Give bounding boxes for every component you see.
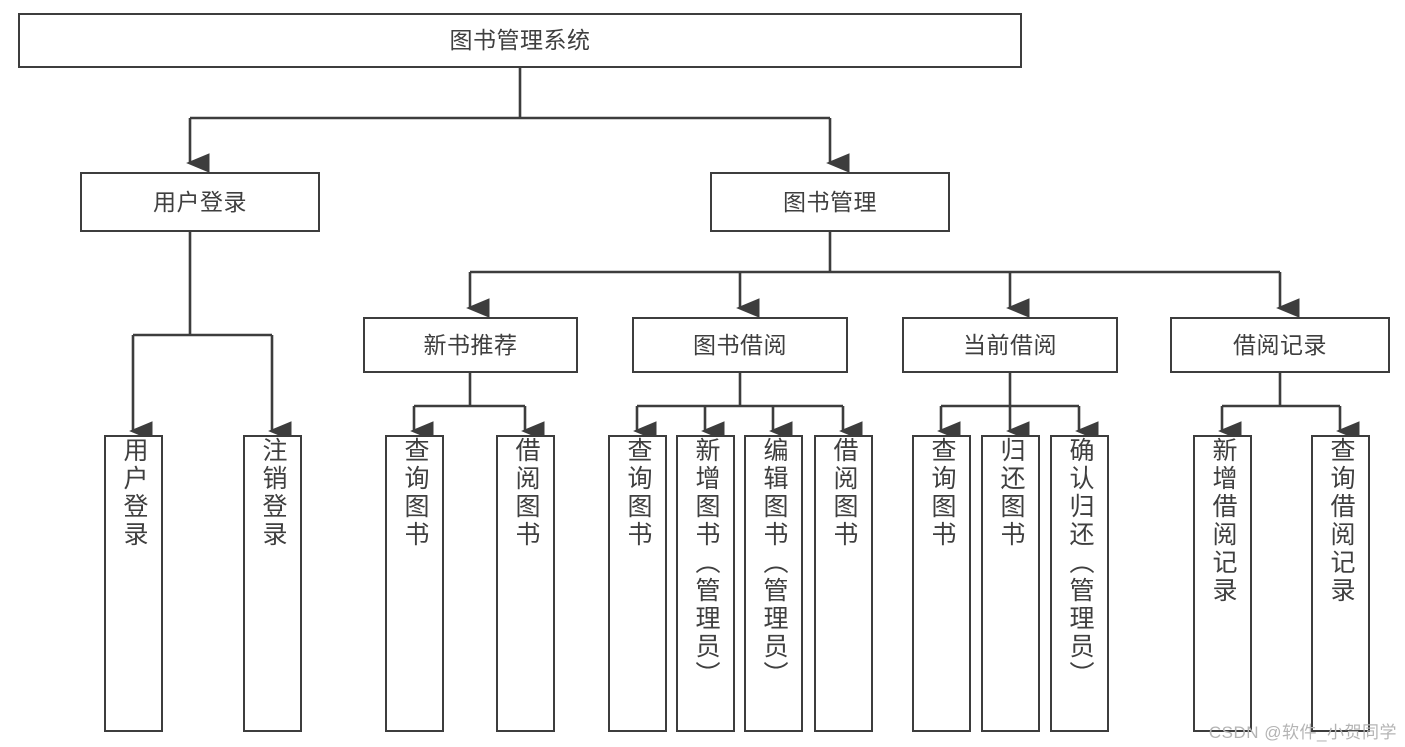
leaf-borrow-book-recommend[interactable]: 借阅图书 bbox=[496, 435, 555, 732]
node-label: 用户登录 bbox=[120, 437, 148, 549]
node-label: 图书借阅 bbox=[693, 331, 787, 358]
node-label: 确认归还（管理员） bbox=[1066, 437, 1094, 689]
node-label: 图书管理 bbox=[783, 188, 877, 215]
leaf-query-book-current[interactable]: 查询图书 bbox=[912, 435, 971, 732]
leaf-logout-login[interactable]: 注销登录 bbox=[243, 435, 302, 732]
node-label: 借阅图书 bbox=[512, 437, 540, 549]
node-label: 查询图书 bbox=[928, 437, 956, 549]
leaf-add-book-admin[interactable]: 新增图书（管理员） bbox=[676, 435, 735, 732]
node-label: 用户登录 bbox=[153, 188, 247, 215]
node-label: 当前借阅 bbox=[963, 331, 1057, 358]
node-book-borrow[interactable]: 图书借阅 bbox=[632, 317, 848, 373]
node-label: 编辑图书（管理员） bbox=[760, 437, 788, 689]
node-label: 新书推荐 bbox=[423, 331, 518, 358]
node-label: 查询图书 bbox=[401, 437, 429, 549]
node-label: 图书管理系统 bbox=[449, 27, 591, 54]
leaf-add-borrow-record[interactable]: 新增借阅记录 bbox=[1193, 435, 1252, 732]
leaf-query-borrow-record[interactable]: 查询借阅记录 bbox=[1311, 435, 1370, 732]
node-new-book-recommend[interactable]: 新书推荐 bbox=[363, 317, 578, 373]
node-user-login[interactable]: 用户登录 bbox=[80, 172, 320, 232]
leaf-query-book-recommend[interactable]: 查询图书 bbox=[385, 435, 444, 732]
node-label: 查询图书 bbox=[624, 437, 652, 549]
csdn-watermark: CSDN @软件_小贺同学 bbox=[1208, 723, 1397, 742]
leaf-user-login[interactable]: 用户登录 bbox=[104, 435, 163, 732]
node-label: 新增借阅记录 bbox=[1209, 437, 1237, 605]
leaf-borrow-book[interactable]: 借阅图书 bbox=[814, 435, 873, 732]
node-current-borrow[interactable]: 当前借阅 bbox=[902, 317, 1118, 373]
node-label: 归还图书 bbox=[997, 437, 1025, 549]
node-label: 新增图书（管理员） bbox=[692, 437, 720, 689]
node-label: 借阅图书 bbox=[830, 437, 858, 549]
node-root-system[interactable]: 图书管理系统 bbox=[18, 13, 1022, 68]
leaf-query-book-borrow[interactable]: 查询图书 bbox=[608, 435, 667, 732]
leaf-edit-book-admin[interactable]: 编辑图书（管理员） bbox=[744, 435, 803, 732]
node-label: 借阅记录 bbox=[1233, 331, 1327, 358]
node-label: 注销登录 bbox=[259, 437, 287, 549]
leaf-confirm-return-admin[interactable]: 确认归还（管理员） bbox=[1050, 435, 1109, 732]
node-book-management[interactable]: 图书管理 bbox=[710, 172, 950, 232]
leaf-return-book[interactable]: 归还图书 bbox=[981, 435, 1040, 732]
node-label: 查询借阅记录 bbox=[1327, 437, 1355, 605]
node-borrow-record[interactable]: 借阅记录 bbox=[1170, 317, 1390, 373]
